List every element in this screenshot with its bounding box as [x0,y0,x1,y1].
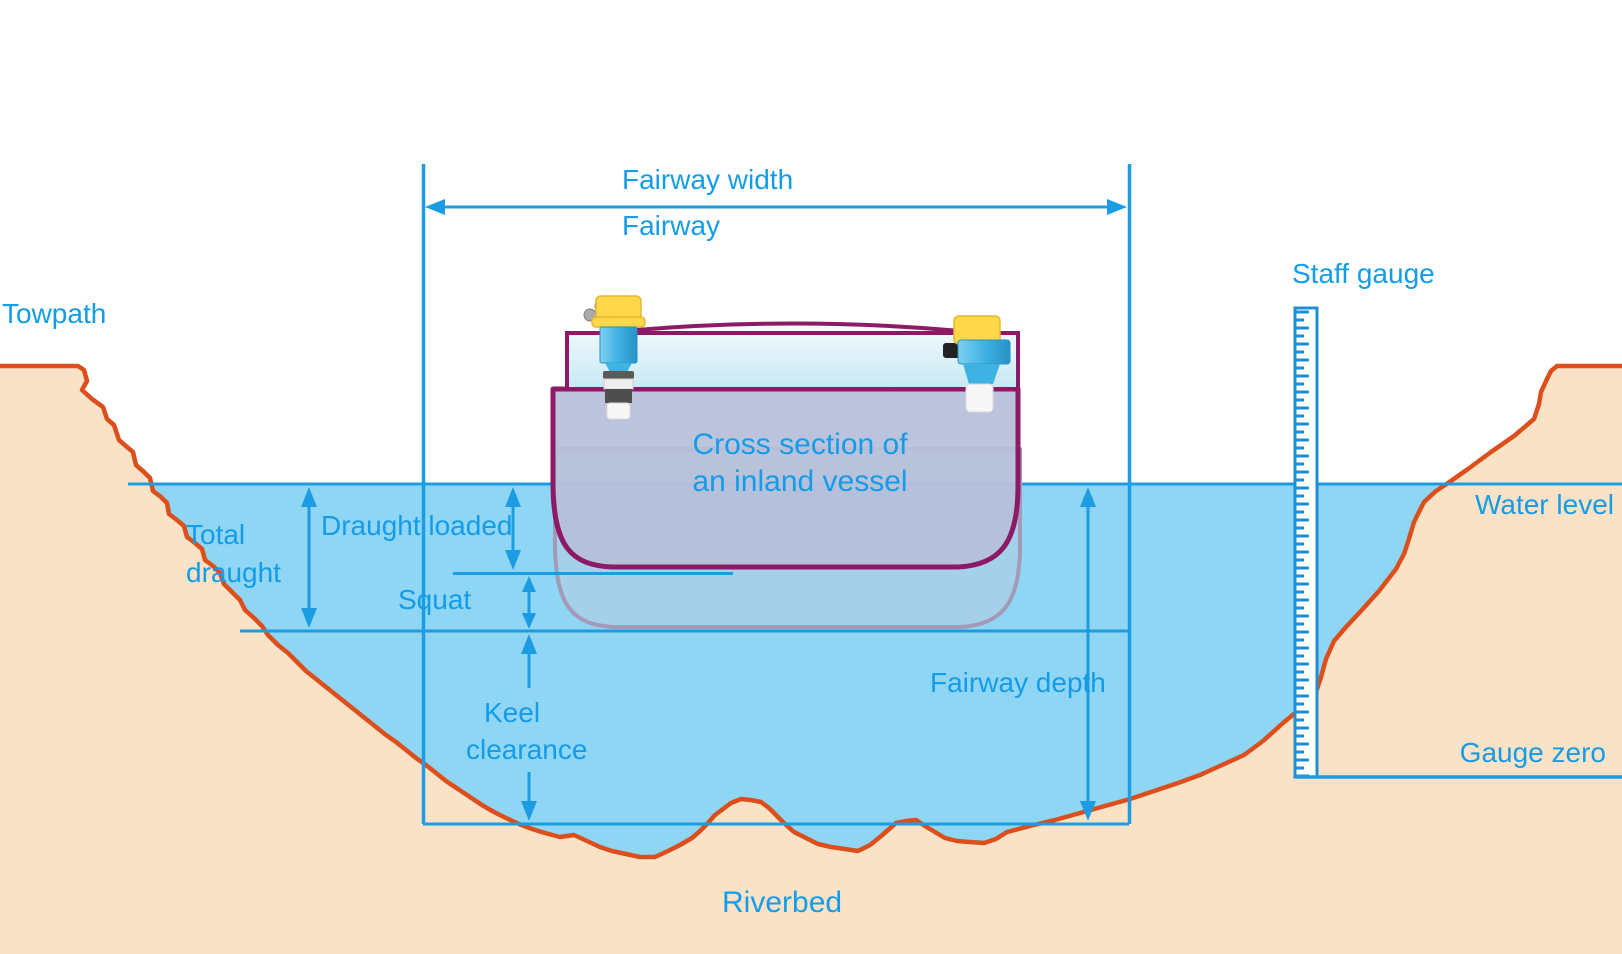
fairway-depth-arrow [1080,487,1096,821]
vessel-hold [565,331,1020,391]
vessel-hull [550,386,1021,570]
fairway-width-arrow [425,199,1127,215]
draught-loaded-arrow [505,487,521,570]
total-draught-label-line1: Total [186,519,246,550]
cross-section-label-line1: Cross section of [692,428,908,461]
riverbank-ground [0,366,1622,954]
keel-clearance-arrow-upper [521,634,537,688]
total-draught-label-line2: draught [186,557,281,588]
gauge-zero-label: Gauge zero [1459,737,1606,768]
staff-gauge-label: Staff gauge [1292,258,1435,289]
keel-clearance-label-line2: clearance [466,734,588,765]
fairway-width-label: Fairway width [622,164,794,195]
staff-gauge-ruler [1293,306,1622,779]
fairway-label: Fairway [622,210,721,241]
squat-label: Squat [398,584,472,615]
squat-arrow [522,576,536,629]
ultrasonic-sensor-left [583,295,646,420]
water-level-label: Water level [1474,489,1614,520]
riverbed-label: Riverbed [722,886,843,919]
keel-clearance-arrow-lower [521,772,537,821]
fairway-depth-label: Fairway depth [930,667,1106,698]
total-draught-arrow [301,487,317,628]
keel-clearance-label-line1: Keel [484,697,541,728]
towpath-label: Towpath [2,298,107,329]
cross-section-label-line2: an inland vessel [692,465,908,498]
ultrasonic-sensor-right [943,315,1011,413]
draught-loaded-label: Draught loaded [321,510,513,541]
